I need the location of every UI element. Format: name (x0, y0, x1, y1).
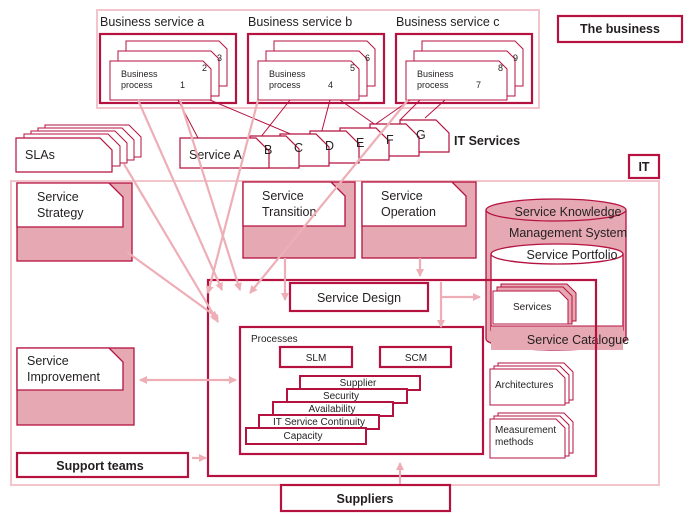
capacity-label: Capacity (284, 431, 323, 442)
num-7: 7 (476, 80, 481, 90)
business-process-c-line2: process (417, 80, 449, 90)
num-6: 6 (365, 53, 370, 63)
service-operation-doc (361, 181, 467, 227)
support-teams-label: Support teams (56, 459, 144, 473)
num-5: 5 (350, 63, 355, 73)
business-service-c-title: Business service c (396, 15, 500, 29)
services-label: Services (513, 302, 551, 313)
business-process-c-line1: Business (417, 69, 454, 79)
service-c-label: C (294, 141, 303, 155)
service-f-label: F (386, 133, 394, 147)
service-g-label: G (416, 128, 426, 142)
flow-arrows (123, 99, 481, 484)
business-process-stack-a (109, 40, 228, 101)
scm-box (378, 345, 453, 369)
business-process-b-line2: process (269, 80, 301, 90)
service-catalogue-band (491, 326, 623, 350)
service-design-label: Service Design (317, 291, 401, 305)
service-transition-line2: Transition (262, 205, 316, 219)
service-strategy-doc (16, 182, 124, 228)
services-stack (492, 283, 577, 325)
business-process-a-line1: Business (121, 69, 158, 79)
suppliers-label: Suppliers (337, 492, 394, 506)
business-process-stack-b (257, 40, 376, 101)
it-service-stack (179, 119, 450, 169)
security-label: Security (323, 391, 359, 402)
business-service-b-title: Business service b (248, 15, 352, 29)
service-e-label: E (356, 136, 364, 150)
service-design-box (288, 281, 430, 313)
measurement-line2: methods (495, 437, 533, 448)
service-improvement-line1: Service (27, 354, 69, 368)
capacity-box (245, 427, 367, 445)
service-improvement-line2: Improvement (27, 370, 100, 384)
slas-label: SLAs (25, 148, 55, 162)
num-9: 9 (513, 53, 518, 63)
business-process-a-line2: process (121, 80, 153, 90)
business-process-stack-c (405, 40, 524, 101)
architectures-label: Architectures (495, 380, 553, 391)
service-portfolio-label: Service Portfolio (526, 248, 617, 262)
it-label-box (627, 153, 661, 180)
scm-label: SCM (405, 353, 427, 364)
slas-stack (15, 124, 142, 173)
service-improvement-doc (16, 347, 124, 391)
architectures-stack (489, 362, 574, 406)
service-strategy-line1: Service (37, 190, 79, 204)
num-4: 4 (328, 80, 333, 90)
service-b-label: B (264, 143, 272, 157)
measurement-line1: Measurement (495, 425, 556, 436)
num-2: 2 (202, 63, 207, 73)
business-service-a-title: Business service a (100, 15, 204, 29)
the-business-label: The business (580, 22, 660, 36)
skms-line2: Management System (509, 226, 627, 240)
service-operation-line2: Operation (381, 205, 436, 219)
num-1: 1 (180, 80, 185, 90)
support-teams-box (15, 451, 190, 479)
num-8: 8 (498, 63, 503, 73)
measurement-methods-stack (489, 412, 574, 459)
availability-label: Availability (308, 404, 355, 415)
service-a-label: Service A (189, 148, 242, 162)
supplier-label: Supplier (340, 378, 377, 389)
service-transition-doc (242, 181, 346, 227)
service-transition-line1: Service (262, 189, 304, 203)
the-business-box (556, 14, 684, 44)
it-services-label: IT Services (454, 134, 520, 148)
service-strategy-line2: Strategy (37, 206, 84, 220)
service-d-label: D (325, 139, 334, 153)
num-3: 3 (217, 53, 222, 63)
service-catalogue-label: Service Catalogue (527, 333, 629, 347)
service-operation-line1: Service (381, 189, 423, 203)
processes-label: Processes (251, 334, 298, 345)
slm-box (278, 345, 354, 369)
slm-label: SLM (306, 353, 327, 364)
it-label: IT (638, 160, 649, 174)
it-service-continuity-label: IT Service Continuity (273, 417, 365, 428)
suppliers-box (279, 483, 452, 513)
skms-line1: Service Knowledge (514, 205, 621, 219)
business-process-b-line1: Business (269, 69, 306, 79)
